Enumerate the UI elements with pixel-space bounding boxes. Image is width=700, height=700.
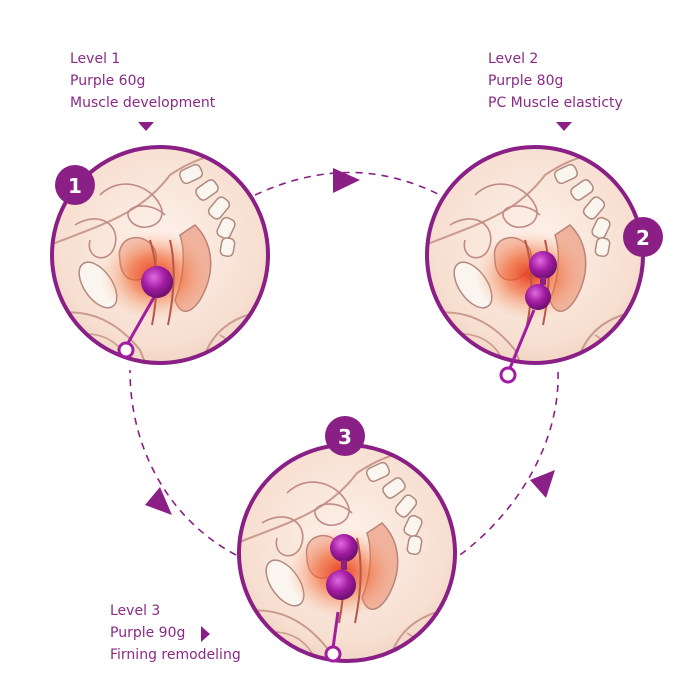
arrow-down-icon [530, 470, 555, 498]
level-3-title: Level 3 [110, 603, 161, 619]
level-2-illustration [425, 145, 645, 384]
step-badge-3 [325, 416, 365, 456]
connector-1-to-2 [254, 171, 441, 196]
step-badge-1 [55, 165, 95, 205]
level-2-caption: Level 2 Purple 80g PC Muscle elasticty [488, 48, 623, 114]
arrow-up-icon [145, 487, 172, 515]
kegel-ball-bottom [525, 284, 551, 310]
step-number-3: 3 [338, 425, 352, 449]
step-number-1: 1 [68, 174, 82, 198]
step-number-2: 2 [636, 226, 650, 250]
level-1-benefit: Muscle development [70, 95, 216, 111]
level-2-benefit: PC Muscle elasticty [488, 95, 623, 111]
level-3-weight: Purple 90g [110, 625, 186, 641]
pull-ring [499, 366, 517, 384]
pull-cord [331, 611, 340, 649]
pull-ring [324, 645, 342, 663]
pointer-triangle-icon [138, 122, 154, 131]
pull-cord [126, 291, 159, 344]
kegel-ball-top [529, 251, 557, 279]
connector-3-to-1 [129, 369, 237, 556]
kegel-ball-top [330, 534, 358, 562]
level-2-title: Level 2 [488, 51, 539, 67]
kegel-ball-bottom [326, 570, 356, 600]
step-badge-2 [623, 217, 663, 257]
arrow-right-icon [333, 168, 360, 193]
kegel-ball-single [141, 266, 173, 298]
level-1-weight: Purple 60g [70, 73, 146, 89]
level-2-weight: Purple 80g [488, 73, 564, 89]
level-3-benefit: Firning remodeling [110, 647, 241, 663]
level-1-caption: Level 1 Purple 60g Muscle development [70, 48, 215, 114]
level-1-illustration [50, 145, 270, 365]
level-1-title: Level 1 [70, 51, 121, 67]
level-3-caption: Level 3 Purple 90g Firning remodeling [110, 600, 241, 666]
level-3-illustration [237, 443, 457, 663]
connector-2-to-3 [459, 371, 559, 556]
pull-ring [117, 341, 135, 359]
pull-cord [508, 309, 536, 369]
pointer-triangle-icon [556, 122, 572, 131]
pointer-triangle-icon [201, 626, 210, 642]
